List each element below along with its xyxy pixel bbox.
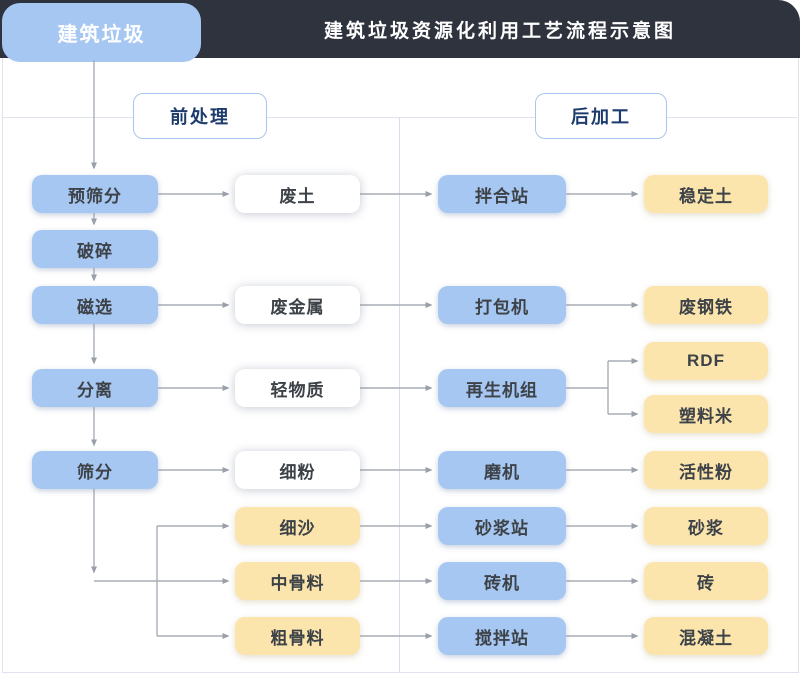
node-medium-aggregate: 中骨料	[235, 562, 360, 600]
section-header-pre-processing: 前处理	[133, 93, 267, 139]
section-header-post-processing: 后加工	[535, 93, 667, 139]
node-magnetic-separation: 磁选	[32, 286, 158, 324]
diagram-title: 建筑垃圾资源化利用工艺流程示意图	[323, 20, 676, 42]
node-separation: 分离	[32, 369, 158, 407]
node-screening: 筛分	[32, 451, 158, 489]
node-pre-screening: 预筛分	[32, 175, 158, 213]
node-concrete: 混凝土	[644, 617, 768, 655]
node-active-powder: 活性粉	[644, 451, 768, 489]
node-mill: 磨机	[438, 451, 566, 489]
node-brick: 砖	[644, 562, 768, 600]
node-stabilized-soil: 稳定土	[644, 175, 768, 213]
node-mortar: 砂浆	[644, 507, 768, 545]
node-mixing-plant: 拌合站	[438, 175, 566, 213]
node-regeneration-unit: 再生机组	[438, 369, 566, 407]
node-waste-soil: 废土	[235, 175, 360, 213]
source-tab-construction-waste: 建筑垃圾	[2, 3, 201, 62]
node-fine-sand: 细沙	[235, 507, 360, 545]
node-light-material: 轻物质	[235, 369, 360, 407]
node-fine-powder: 细粉	[235, 451, 360, 489]
node-waste-metal: 废金属	[235, 286, 360, 324]
node-baler: 打包机	[438, 286, 566, 324]
node-brick-machine: 砖机	[438, 562, 566, 600]
node-coarse-aggregate: 粗骨料	[235, 617, 360, 655]
node-mortar-station: 砂浆站	[438, 507, 566, 545]
node-crushing: 破碎	[32, 230, 158, 268]
panel-divider-line	[399, 117, 400, 672]
diagram-panel-frame	[2, 58, 799, 673]
node-agitating-station: 搅拌站	[438, 617, 566, 655]
node-rdf: RDF	[644, 342, 768, 380]
node-scrap-steel: 废钢铁	[644, 286, 768, 324]
node-plastic-pellets: 塑料米	[644, 395, 768, 433]
